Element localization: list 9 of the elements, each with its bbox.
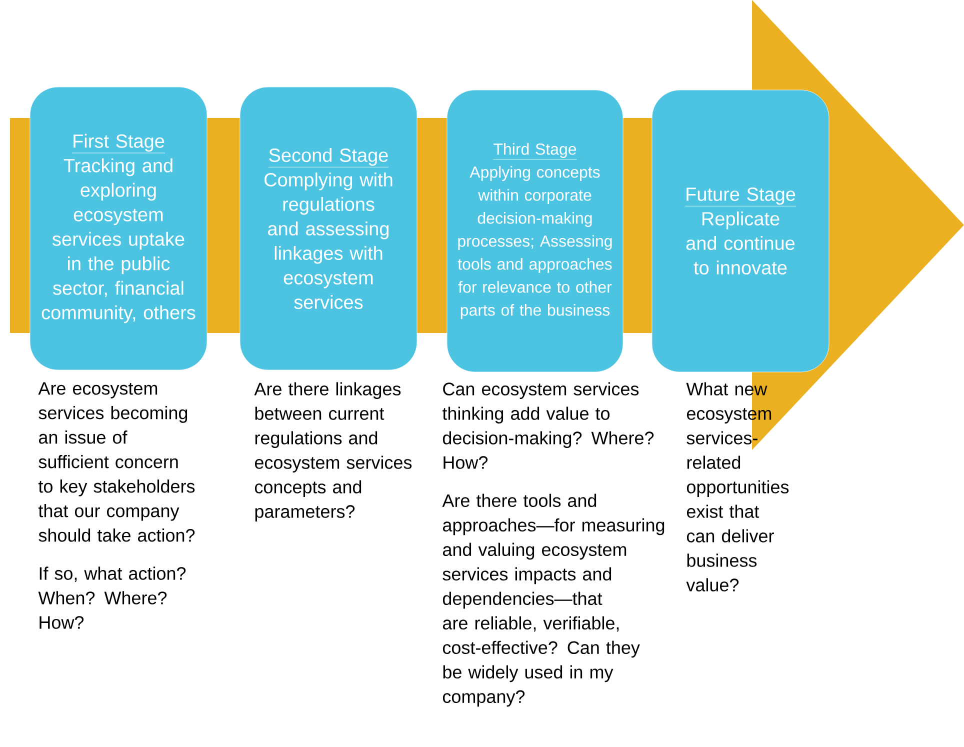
question-text: If so, what action? When? Where? How? xyxy=(38,566,186,629)
question-text: Are there linkages between current regulations and ecosystem services concepts and parameters? xyxy=(254,382,412,522)
question-text: Can ecosystem services thinking add value to decision-making? Where? How? xyxy=(442,382,654,469)
stage-box: First Stage Tracking and exploring ecosystem services uptake in the public sector, financial community, others xyxy=(30,86,208,370)
question-text: Are there tools and approaches—for measuring and valuing ecosystem services impacts and dependencies—that are reliable, verifiable, cost-effective? Can they be widely used in my company? xyxy=(442,494,664,707)
stage-box: Future Stage Replicate and continue to innovate xyxy=(652,90,830,372)
question-text: Are ecosystem services becoming an issue of sufficient concern to key stakeholders that our company should take action? xyxy=(38,382,195,542)
stage-box: Second Stage Complying with regulations and assessing linkages with ecosystem services xyxy=(240,86,418,370)
stage-box: Third Stage Applying concepts within corporate decision-making processes; Assessing tools and approaches for relevance to other parts of the business xyxy=(446,90,624,372)
